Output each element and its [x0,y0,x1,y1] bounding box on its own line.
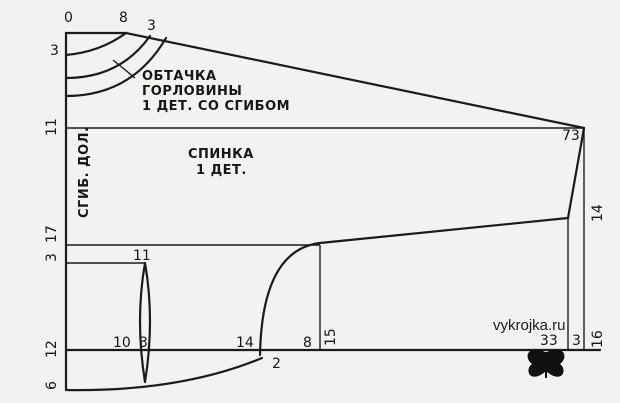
dart-mark-10: 10 [113,335,131,351]
back-line2: 1 ДЕТ. [196,163,247,178]
side-seam-upper [566,126,586,220]
facing-arc-inner [64,34,152,80]
left-mark-3: 3 [44,253,60,262]
shoulder-line [124,31,586,130]
mark-8: 8 [303,335,312,351]
dart-mark-11: 11 [133,248,151,264]
watermark: vykrojka.ru [493,317,566,334]
mark-top-0: 0 [64,10,73,26]
left-mark-17: 17 [44,225,60,243]
left-mark-11: 11 [44,118,60,136]
mark-33: 33 [540,333,558,349]
sleeve-top-line [318,216,570,245]
mark-16: 16 [590,330,606,348]
facing-arc-outer [64,36,168,98]
mark-top-3: 3 [147,18,156,34]
butterfly-icon [527,349,565,378]
mark-14: 14 [236,335,254,351]
facing-line1: ОБТАЧКА [142,69,217,84]
facing-line3: 1 ДЕТ. СО СГИБОМ [142,99,290,114]
mark-3-right: 3 [572,333,581,349]
mark-73: 73 [562,128,580,144]
mark-2: 2 [272,356,281,372]
neckline-curve [64,31,128,57]
fold-label: СГИБ. ДОЛ. [77,127,92,218]
mark-15: 15 [323,328,339,346]
mark-14-right: 14 [590,204,606,222]
mark-left-3: 3 [50,43,59,59]
left-mark-6: 6 [44,381,60,390]
waist-dart [138,261,152,384]
back-line1: СПИНКА [188,147,254,162]
left-mark-12: 12 [44,340,60,358]
facing-pointer [112,59,136,79]
mark-top-8: 8 [119,10,128,26]
dart-mark-3: 3 [139,335,148,351]
facing-line2: ГОРЛОВИНЫ [142,84,242,99]
armhole-curve [258,241,322,357]
hem-curve [64,356,264,392]
